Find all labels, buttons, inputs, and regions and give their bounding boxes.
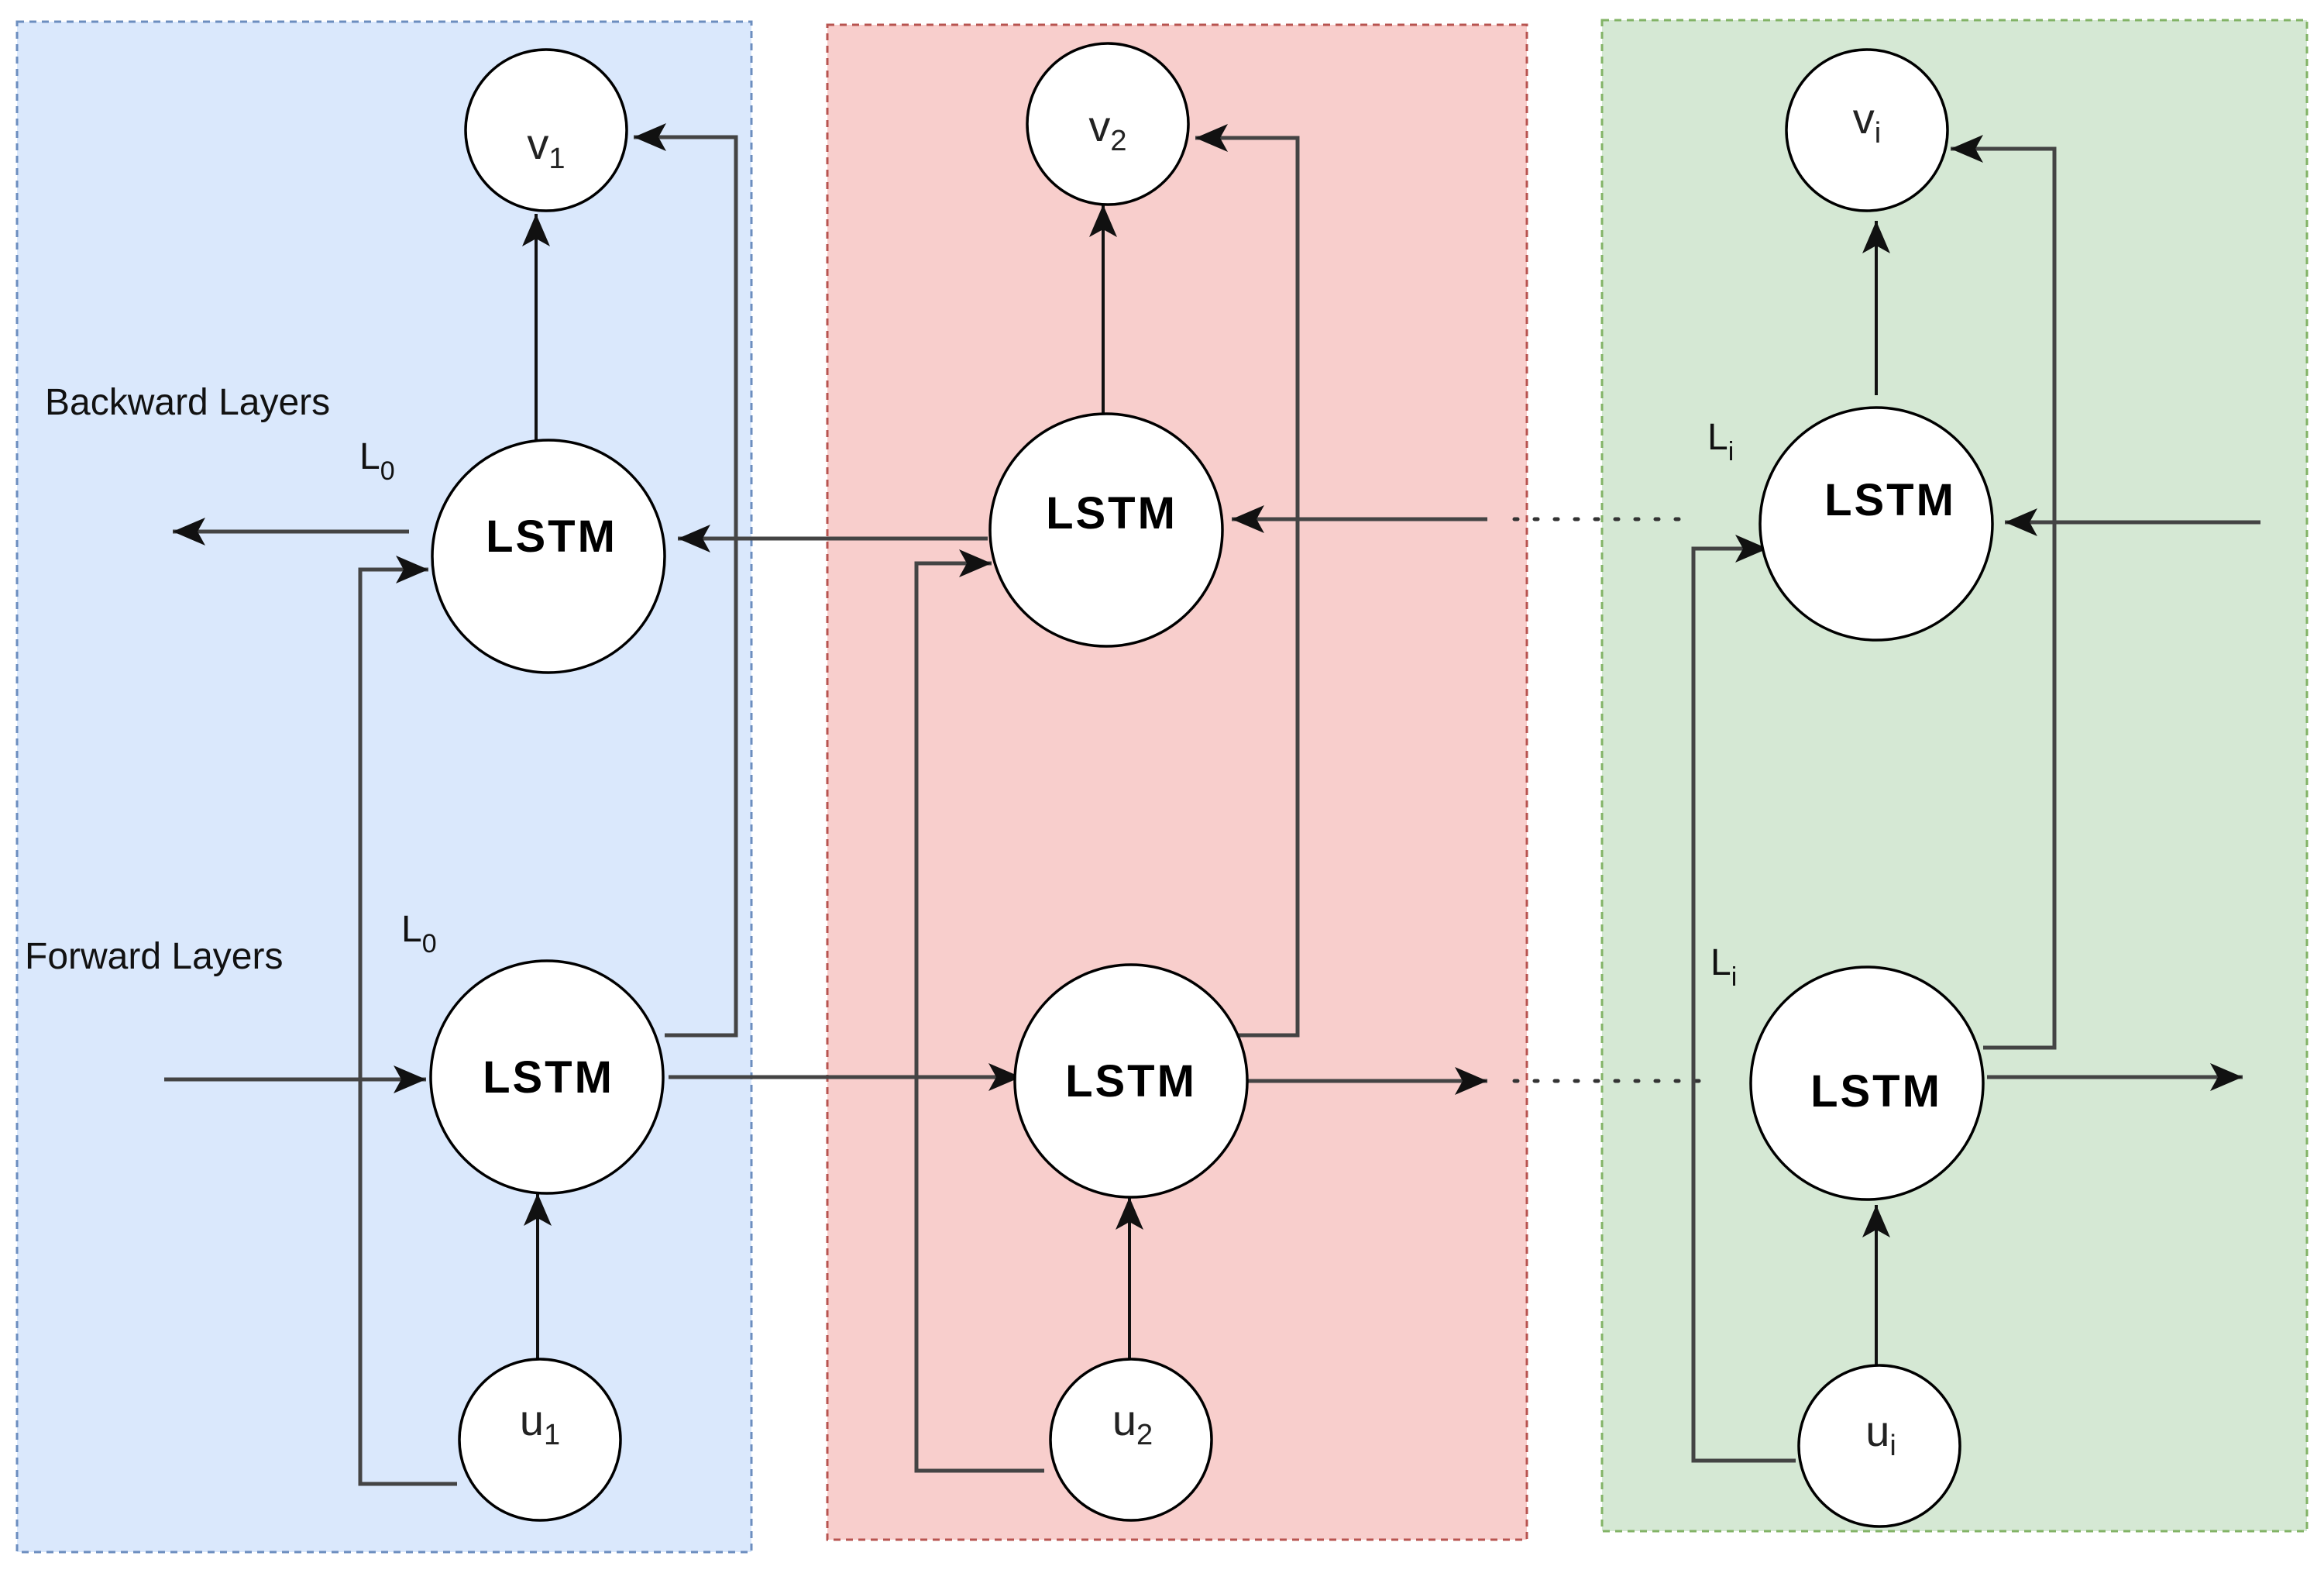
edge-u1-to-backward-lstm-1 <box>358 556 457 1486</box>
lstm-forward-2: LSTM <box>1013 963 1249 1199</box>
svg-text:u1: u1 <box>520 1396 560 1451</box>
svg-text:ui: ui <box>1865 1406 1896 1462</box>
backward-layers-label: Backward Layers <box>45 382 330 423</box>
svg-text:u2: u2 <box>1112 1396 1153 1451</box>
edge-ui-to-backward-lstm-i <box>1691 535 1796 1463</box>
lstm-forward-i: LSTM <box>1749 965 1985 1201</box>
panel-column-1-border <box>15 20 753 1554</box>
svg-text:v2: v2 <box>1088 102 1126 157</box>
edge-u2-to-backward-lstm-2 <box>914 549 1044 1473</box>
node-u2: u2 <box>1049 1358 1213 1522</box>
panel-column-3 <box>1602 20 2307 1531</box>
node-ui: ui <box>1797 1364 1961 1528</box>
svg-text:LSTM: LSTM <box>483 1052 614 1103</box>
svg-text:v1: v1 <box>527 119 565 175</box>
lstm-backward-i: LSTM <box>1758 406 1994 642</box>
svg-text:LSTM: LSTM <box>1065 1056 1197 1107</box>
svg-text:LSTM: LSTM <box>1824 475 1956 525</box>
node-vi: vi <box>1785 48 1949 212</box>
svg-text:vi: vi <box>1853 94 1881 150</box>
forward-layers-label: Forward Layers <box>25 936 283 977</box>
svg-text:LSTM: LSTM <box>1046 488 1177 539</box>
edge-forward-lstm-2-to-v2 <box>1195 124 1300 1038</box>
lstm-backward-2: LSTM <box>988 412 1224 648</box>
node-v1: v1 <box>464 48 628 212</box>
lstm-backward-1: LSTM <box>431 439 666 674</box>
layer-label-li-backward: Li <box>1707 417 1734 466</box>
layer-label-l0-backward: L0 <box>359 436 395 486</box>
svg-text:LSTM: LSTM <box>486 511 617 562</box>
edge-forward-lstm-i-to-vi <box>1951 135 2057 1050</box>
node-v2: v2 <box>1026 42 1190 206</box>
layer-label-li-forward: Li <box>1710 942 1737 992</box>
panel-column-2-border <box>826 23 1528 1541</box>
svg-text:LSTM: LSTM <box>1810 1066 1942 1117</box>
node-u1: u1 <box>458 1358 622 1522</box>
layer-label-l0-forward: L0 <box>401 909 437 959</box>
panel-column-2 <box>827 25 1527 1540</box>
lstm-forward-1: LSTM <box>429 959 665 1195</box>
panel-column-1 <box>17 22 751 1552</box>
panel-column-3-border <box>1600 19 2309 1533</box>
edge-forward-lstm-1-to-v1 <box>634 123 738 1038</box>
